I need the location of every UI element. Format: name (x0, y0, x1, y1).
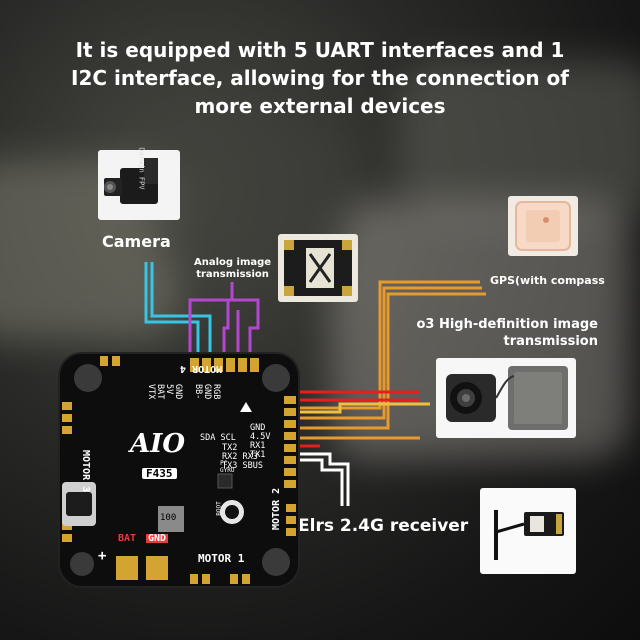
motor-3-label: MOTOR 3 (80, 450, 91, 493)
headline-line-2: I2C interface, allowing for the connecti… (71, 66, 569, 90)
o3-label: o3 High-definition image transmission (398, 316, 598, 350)
o3-unit-image (436, 358, 576, 438)
gps-wire (292, 292, 486, 430)
pin-label: GND (202, 384, 212, 400)
pin-label: TX2 (222, 443, 238, 453)
receiver-antenna-icon (494, 510, 564, 560)
top-pin-labels: RGB GND BB- (193, 384, 221, 400)
background-blur (400, 60, 640, 220)
gps-wire (292, 280, 480, 410)
board-graphics (62, 356, 296, 584)
analog-image-transmission-label: Analog image transmission (194, 257, 271, 281)
elrs-label: Elrs 2.4G receiver (298, 516, 469, 536)
motor-2-label: MOTOR 2 (271, 487, 282, 530)
elrs-wire (282, 452, 350, 506)
chip-marking: 100 (160, 513, 177, 523)
gyro-label: GYRO (220, 467, 235, 474)
motor-1-label: MOTOR 1 (198, 552, 245, 565)
o3-camera-icon (446, 366, 568, 430)
camera-icon (104, 158, 158, 204)
pin-label: GND (250, 423, 266, 433)
elrs-wire (282, 458, 344, 506)
o3-wire (292, 402, 430, 414)
analog-vtx-image (278, 234, 358, 302)
pin-label: RX2 RX3 (222, 452, 258, 462)
analog-wire (232, 298, 260, 382)
pin-label: 5V (164, 384, 174, 395)
pin-label: TX3 SBUS (222, 461, 263, 471)
pin-label: 4.5V (250, 432, 271, 442)
gnd-label: GND (146, 533, 169, 544)
analog-label-line-2: transmission (196, 269, 269, 280)
camera-wire (144, 262, 200, 382)
bat-label: BAT (118, 533, 137, 544)
gyro-label: FC (220, 460, 228, 467)
pin-label: GND (173, 384, 183, 400)
pin-label: BAT (155, 384, 165, 400)
flight-controller-board: MOTOR 4 MOTOR 3 MOTOR 2 MOTOR 1 GND 5V B… (60, 354, 298, 586)
gps-label: GPS(with compass (490, 274, 605, 287)
aio-logo: AIO (130, 429, 185, 459)
elrs-receiver-image (480, 488, 576, 574)
analog-wire (188, 282, 234, 382)
gps-image (508, 196, 578, 256)
pin-label: VTX (146, 384, 156, 400)
o3-label-line-1: o3 High-definition image (416, 317, 598, 332)
camera-label: Camera (102, 232, 171, 251)
chip-label: F435 (142, 468, 177, 479)
headline-line-3: more external devices (194, 94, 446, 118)
analog-wire (222, 298, 232, 382)
fc-gyro-label: FC GYRO (220, 460, 234, 474)
pin-label: BB- (193, 384, 203, 400)
tx-rx-labels: TX2 RX2 RX3 TX3 SBUS (222, 444, 263, 471)
pin-label: RX1 (250, 441, 266, 451)
boot-label: BOOT (215, 501, 223, 516)
vtx-board-icon (284, 240, 352, 296)
gps-module-icon (515, 201, 571, 251)
analog-label-line-1: Analog image (194, 257, 272, 268)
right-pin-labels: GND 4.5V RX1 TX1 (250, 424, 270, 460)
camera-image (98, 150, 180, 220)
motor-4-label: MOTOR 4 (180, 363, 223, 374)
pin-label: TX1 (250, 450, 266, 460)
gps-wire (292, 286, 482, 420)
sda-scl-label: SDA SCL (200, 433, 236, 443)
headline: It is equipped with 5 UART interfaces an… (20, 36, 620, 120)
left-pin-labels: GND 5V BAT VTX (146, 384, 183, 400)
camera-wire (150, 262, 212, 382)
headline-line-1: It is equipped with 5 UART interfaces an… (75, 38, 565, 62)
o3-label-line-2: transmission (503, 334, 598, 349)
pin-label: RGB (211, 384, 221, 400)
plus-sign: + (98, 548, 107, 564)
